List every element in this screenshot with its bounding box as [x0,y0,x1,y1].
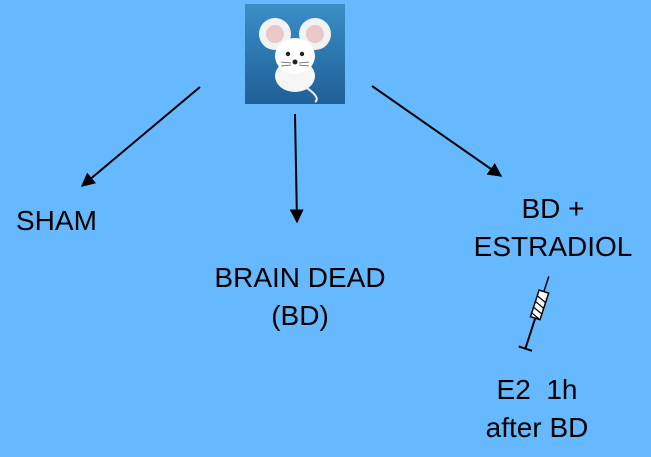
syringe-icon [518,276,550,352]
arrow-to-bd-estradiol [371,85,503,177]
mouse-icon [245,4,345,104]
arrow-to-brain-dead [289,113,304,224]
group-label-sham: SHAM [16,202,97,240]
treatment-label: E2 1h after BD [462,371,612,447]
group-label-line: ESTRADIOL [473,231,633,262]
arrow-to-sham [80,86,201,187]
group-label-line: BRAIN DEAD [214,262,386,293]
group-label-bd-estradiol: BD + ESTRADIOL [455,190,651,266]
group-label-brain-dead: BRAIN DEAD (BD) [180,259,420,335]
group-label-line: (BD) [271,300,329,331]
treatment-label-line: after BD [485,412,589,443]
group-label-line: BD + [521,193,585,224]
treatment-label-line: E2 1h [496,374,578,405]
group-label-line: SHAM [16,205,97,236]
